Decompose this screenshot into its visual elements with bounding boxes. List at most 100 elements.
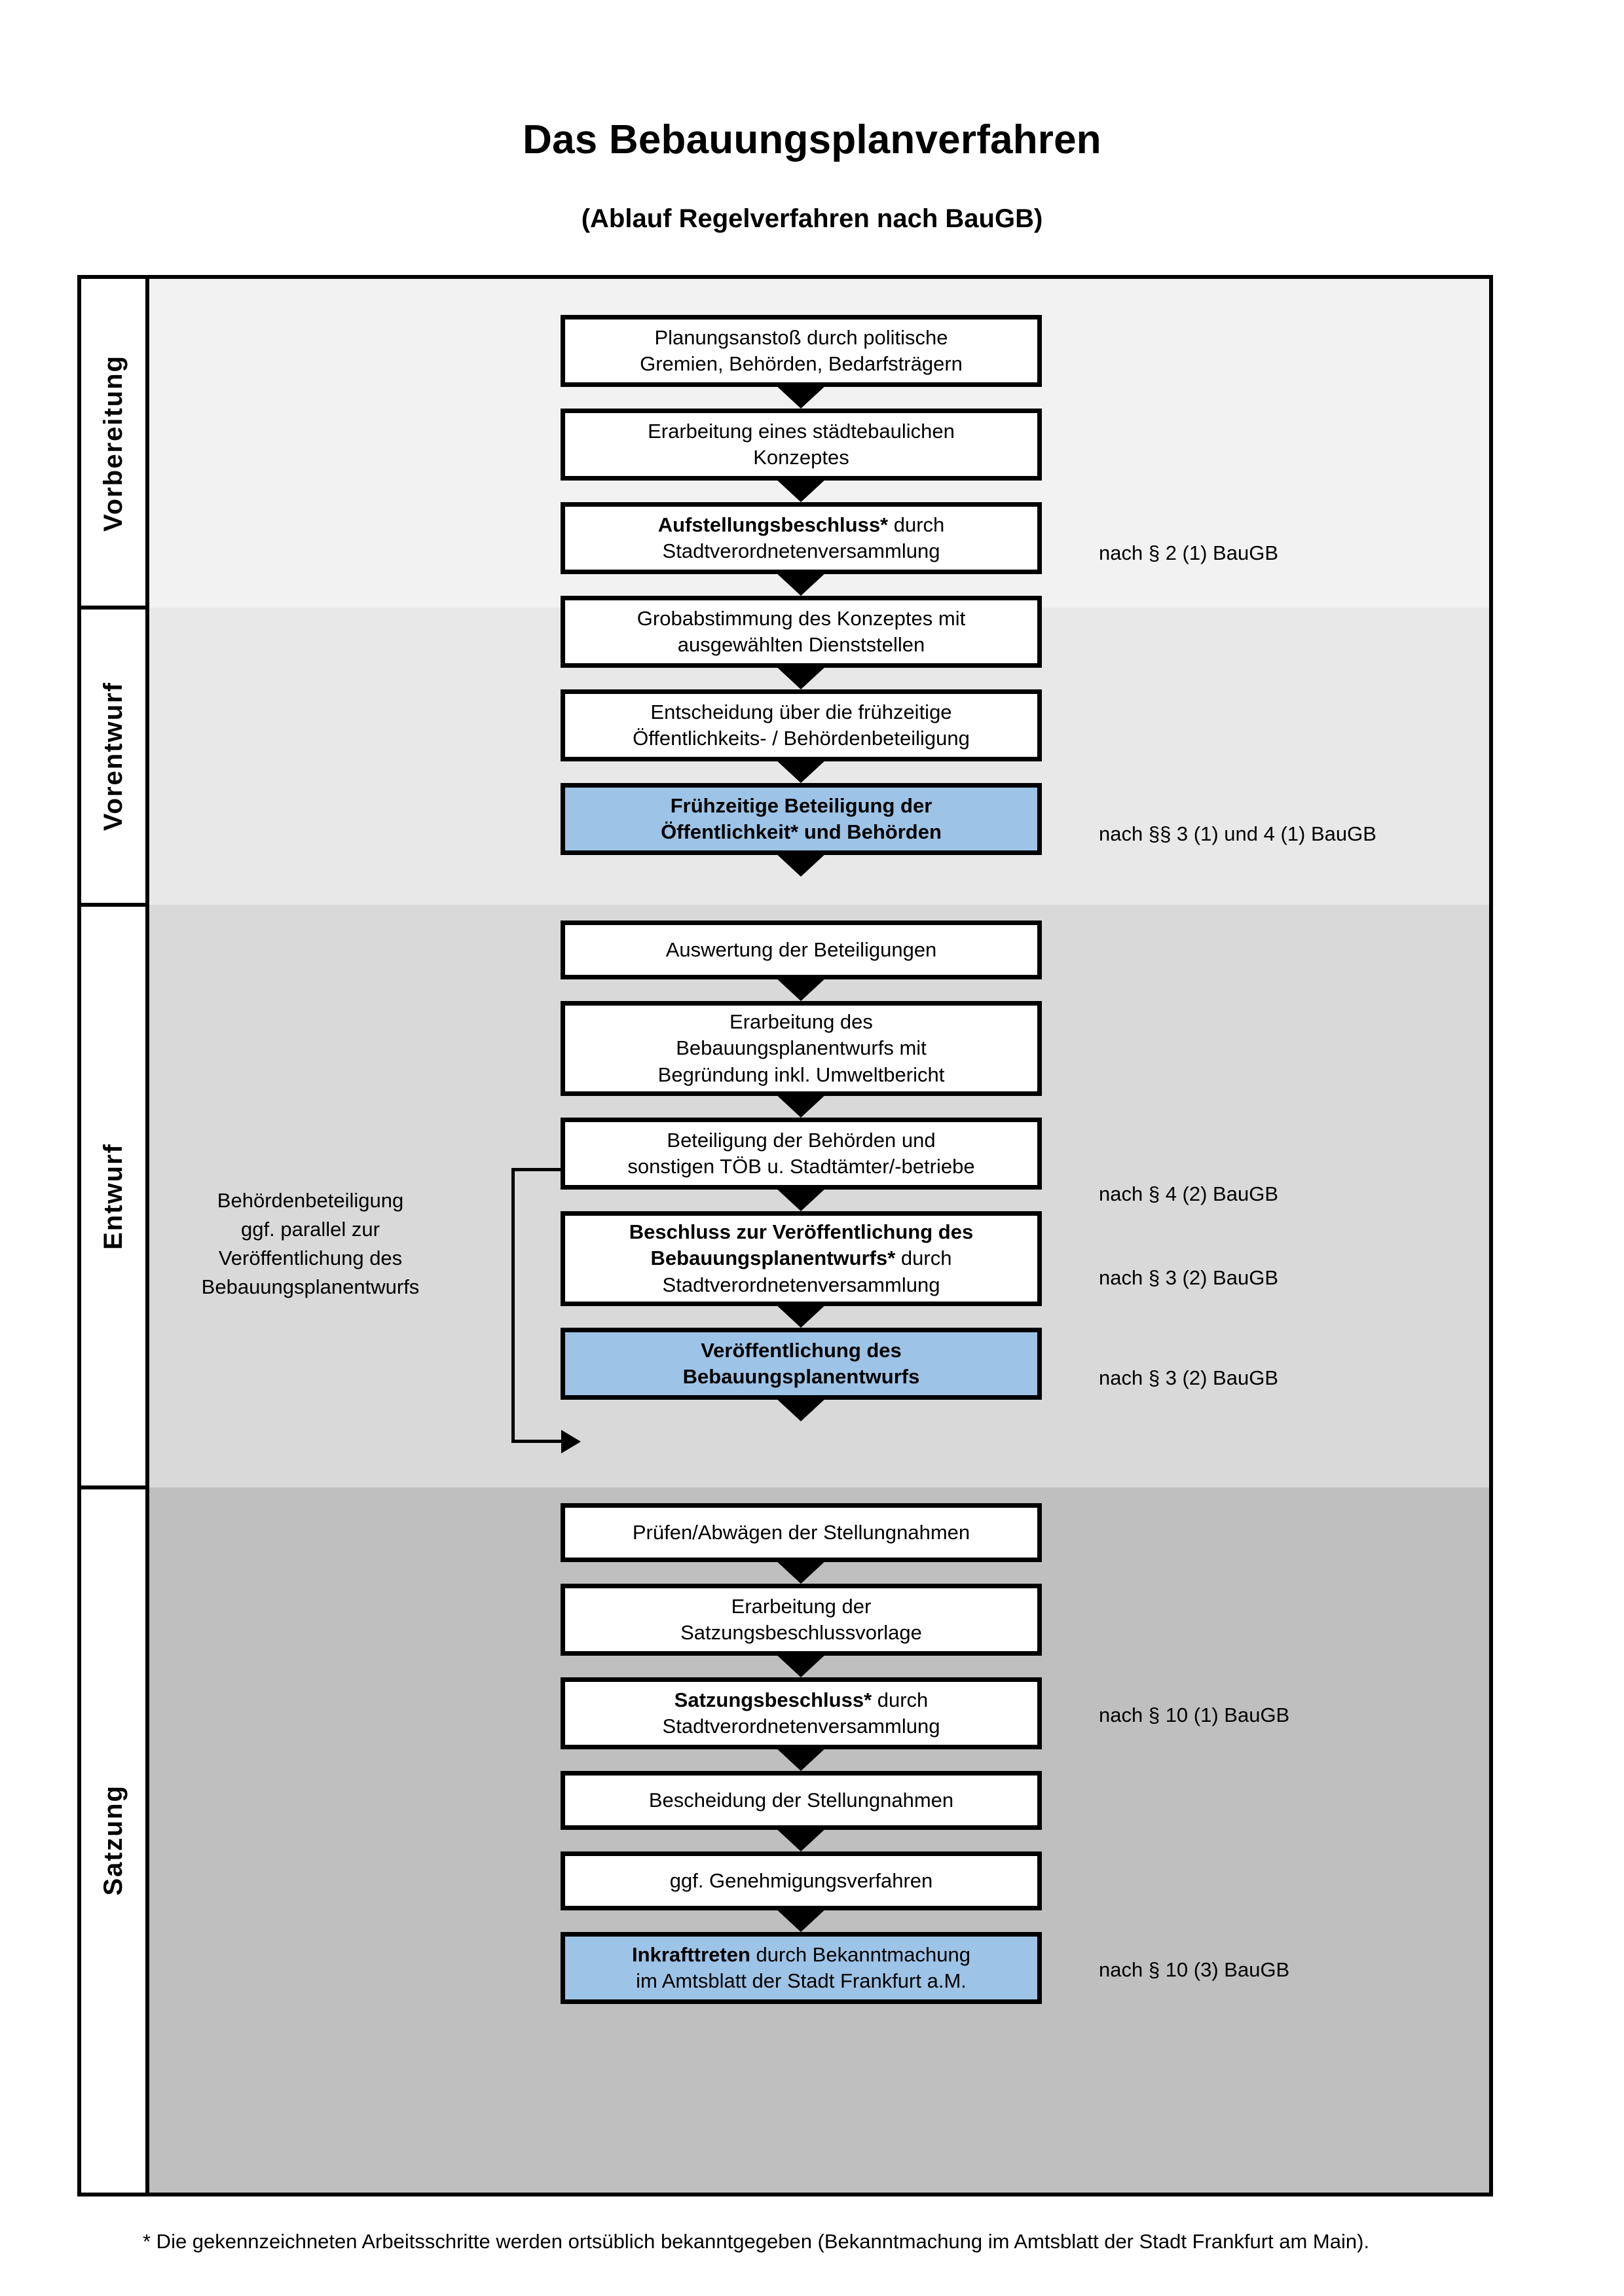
flow-arrow-6: [774, 852, 828, 877]
flow-arrow-16: [774, 1907, 828, 1932]
step-line-2: Öffentlichkeit* und Behörden: [661, 820, 942, 843]
step-line-2: Bebauungsplanentwurfs* durch: [629, 1245, 973, 1271]
step-tail-text: durch: [895, 1247, 952, 1270]
process-step-beteiligung-behoerden-toeb[interactable]: Beteiligung der Behörden und sonstigen T…: [561, 1118, 1042, 1190]
step-line-1: Frühzeitige Beteiligung der: [670, 793, 932, 817]
flowchart-frame: Vorbereitung Vorentwurf Entwurf Satzung …: [77, 275, 1493, 2196]
flow-arrow-13: [774, 1652, 828, 1677]
step-line-1: Aufstellungsbeschluss* durch: [658, 512, 945, 538]
phase-label-text: Vorentwurf: [98, 681, 128, 831]
step-line-1: Beschluss zur Veröffentlichung des: [629, 1220, 974, 1244]
step-lead-text: Aufstellungsbeschluss*: [657, 513, 889, 536]
process-step-erarbeitung-bebauungsplanentwurf[interactable]: Erarbeitung des Bebauungsplanentwurfs mi…: [561, 1001, 1042, 1096]
step-tail-text: durch: [888, 513, 945, 536]
bypass-connector-bottom-segment: [511, 1440, 563, 1443]
step-line-2: Konzeptes: [753, 446, 849, 469]
step-line-2: sonstigen TÖB u. Stadtämter/-betriebe: [627, 1155, 975, 1178]
flow-arrow-3: [774, 571, 828, 596]
flow-arrow-9: [774, 1186, 828, 1211]
flow-arrow-15: [774, 1827, 828, 1851]
legal-reference-veroeffentlichung: nach § 3 (2) BauGB: [1099, 1366, 1278, 1389]
process-step-beschluss-veroeffentlichung[interactable]: Beschluss zur Veröffentlichung des Bebau…: [561, 1211, 1042, 1306]
process-step-veroeffentlichung-bebauungsplanentwurf[interactable]: Veröffentlichung des Bebauungsplanentwur…: [561, 1328, 1042, 1400]
footnote-text: * Die gekennzeichneten Arbeitsschritte w…: [143, 2230, 1370, 2253]
sidenote-line-4: Bebauungsplanentwurfs: [201, 1275, 420, 1299]
bypass-connector-top-segment: [511, 1168, 563, 1171]
process-step-fruehzeitige-beteiligung[interactable]: Frühzeitige Beteiligung der Öffentlichke…: [561, 783, 1042, 855]
sidenote-line-3: Veröffentlichung des: [218, 1247, 403, 1270]
flow-arrow-7: [774, 976, 828, 1001]
step-line-2: Satzungsbeschlussvorlage: [680, 1621, 922, 1644]
flow-arrow-12: [774, 1559, 828, 1584]
step-line-2: Stadtverordnetenversammlung: [662, 1715, 940, 1738]
process-step-bescheidung-stellungnahmen[interactable]: Bescheidung der Stellungnahmen: [561, 1771, 1042, 1830]
step-tail-text: durch: [872, 1688, 929, 1711]
step-line-1: Prüfen/Abwägen der Stellungnahmen: [632, 1520, 970, 1544]
bypass-connector-arrowhead: [561, 1430, 581, 1453]
process-step-grobabstimmung[interactable]: Grobabstimmung des Konzeptes mit ausgewä…: [561, 596, 1042, 668]
step-line-1: Planungsanstoß durch politische: [654, 325, 948, 349]
flow-arrow-1: [774, 384, 828, 409]
process-step-aufstellungsbeschluss[interactable]: Aufstellungsbeschluss* durch Stadtverord…: [561, 502, 1042, 574]
legal-reference-inkrafttreten: nach § 10 (3) BauGB: [1099, 1958, 1290, 1981]
step-line-1: Grobabstimmung des Konzeptes mit: [637, 606, 966, 630]
legal-reference-beschluss-veroeffentlichung: nach § 3 (2) BauGB: [1099, 1266, 1278, 1289]
phase-label-entwurf: Entwurf: [81, 905, 145, 1487]
legal-reference-aufstellungsbeschluss: nach § 2 (1) BauGB: [1099, 541, 1278, 564]
step-line-2: Öffentlichkeits- / Behördenbeteiligung: [633, 727, 970, 750]
step-line-2: ausgewählten Dienststellen: [677, 633, 925, 656]
phase-label-vorbereitung: Vorbereitung: [81, 279, 145, 608]
flow-arrow-5: [774, 758, 828, 783]
process-step-entscheidung-fruehzeitige-beteiligung[interactable]: Entscheidung über die frühzeitige Öffent…: [561, 689, 1042, 761]
step-line-1: Inkrafttreten durch Bekanntmachung: [632, 1942, 970, 1968]
page-title: Das Bebauungsplanverfahren: [523, 117, 1101, 162]
phase-label-text: Satzung: [98, 1784, 128, 1896]
flow-arrow-4: [774, 665, 828, 689]
step-line-2: Bebauungsplanentwurfs: [682, 1365, 920, 1388]
flow-arrow-11: [774, 1396, 828, 1421]
flow-arrow-14: [774, 1746, 828, 1771]
phase-label-vorentwurf: Vorentwurf: [81, 608, 145, 905]
sidenote-behoerdenbeteiligung: Behördenbeteiligung ggf. parallel zur Ve…: [166, 1186, 454, 1302]
step-line-1: Beteiligung der Behörden und: [667, 1128, 936, 1152]
legal-reference-satzungsbeschluss: nach § 10 (1) BauGB: [1099, 1704, 1290, 1726]
phase-divider-2: [81, 903, 149, 907]
process-step-genehmigungsverfahren[interactable]: ggf. Genehmigungsverfahren: [561, 1851, 1042, 1910]
phase-label-column: Vorbereitung Vorentwurf Entwurf Satzung: [81, 279, 149, 2193]
process-step-erarbeitung-satzungsbeschlussvorlage[interactable]: Erarbeitung der Satzungsbeschlussvorlage: [561, 1584, 1042, 1656]
flow-arrow-8: [774, 1093, 828, 1118]
process-step-staedtebauliches-konzept[interactable]: Erarbeitung eines städtebaulichen Konzep…: [561, 409, 1042, 481]
legal-reference-behoerdenbeteiligung: nach § 4 (2) BauGB: [1099, 1182, 1278, 1205]
phase-label-satzung: Satzung: [81, 1487, 145, 2193]
step-lead-text: Bebauungsplanentwurfs*: [650, 1247, 896, 1270]
step-line-1: Bescheidung der Stellungnahmen: [648, 1788, 954, 1812]
step-line-3: Begründung inkl. Umweltbericht: [657, 1063, 945, 1086]
process-step-auswertung-beteiligungen[interactable]: Auswertung der Beteiligungen: [561, 920, 1042, 979]
process-step-inkrafttreten[interactable]: Inkrafttreten durch Bekanntmachung im Am…: [561, 1932, 1042, 2004]
step-line-2: im Amtsblatt der Stadt Frankfurt a.M.: [636, 1969, 967, 1992]
step-line-1: ggf. Genehmigungsverfahren: [669, 1868, 933, 1892]
process-step-pruefen-abwaegen[interactable]: Prüfen/Abwägen der Stellungnahmen: [561, 1503, 1042, 1562]
sidenote-line-1: Behördenbeteiligung: [217, 1189, 404, 1212]
step-line-1: Entscheidung über die frühzeitige: [650, 700, 952, 723]
step-line-1: Auswertung der Beteiligungen: [665, 938, 937, 961]
step-tail-text: durch Bekanntmachung: [750, 1942, 970, 1966]
step-lead-text: Satzungsbeschluss*: [674, 1688, 872, 1711]
flow-arrow-2: [774, 477, 828, 502]
sidenote-line-2: ggf. parallel zur: [241, 1218, 380, 1241]
step-line-2: Gremien, Behörden, Bedarfsträgern: [640, 352, 963, 375]
phase-divider-3: [81, 1485, 149, 1489]
flow-arrow-10: [774, 1303, 828, 1328]
process-step-planungsanstoss[interactable]: Planungsanstoß durch politische Gremien,…: [561, 315, 1042, 387]
step-line-1: Veröffentlichung des: [701, 1338, 902, 1362]
step-line-1: Erarbeitung eines städtebaulichen: [648, 419, 955, 443]
step-line-1: Erarbeitung des: [729, 1010, 873, 1034]
phase-label-text: Entwurf: [98, 1142, 128, 1250]
step-line-2: Stadtverordnetenversammlung: [662, 539, 940, 562]
step-lead-text: Inkrafttreten: [632, 1942, 750, 1966]
step-line-2: Bebauungsplanentwurfs mit: [676, 1036, 927, 1060]
phase-label-text: Vorbereitung: [98, 355, 128, 532]
process-step-satzungsbeschluss[interactable]: Satzungsbeschluss* durch Stadtverordnete…: [561, 1677, 1042, 1749]
bypass-connector-vertical-segment: [511, 1168, 515, 1443]
step-line-3: Stadtverordnetenversammlung: [662, 1273, 940, 1296]
